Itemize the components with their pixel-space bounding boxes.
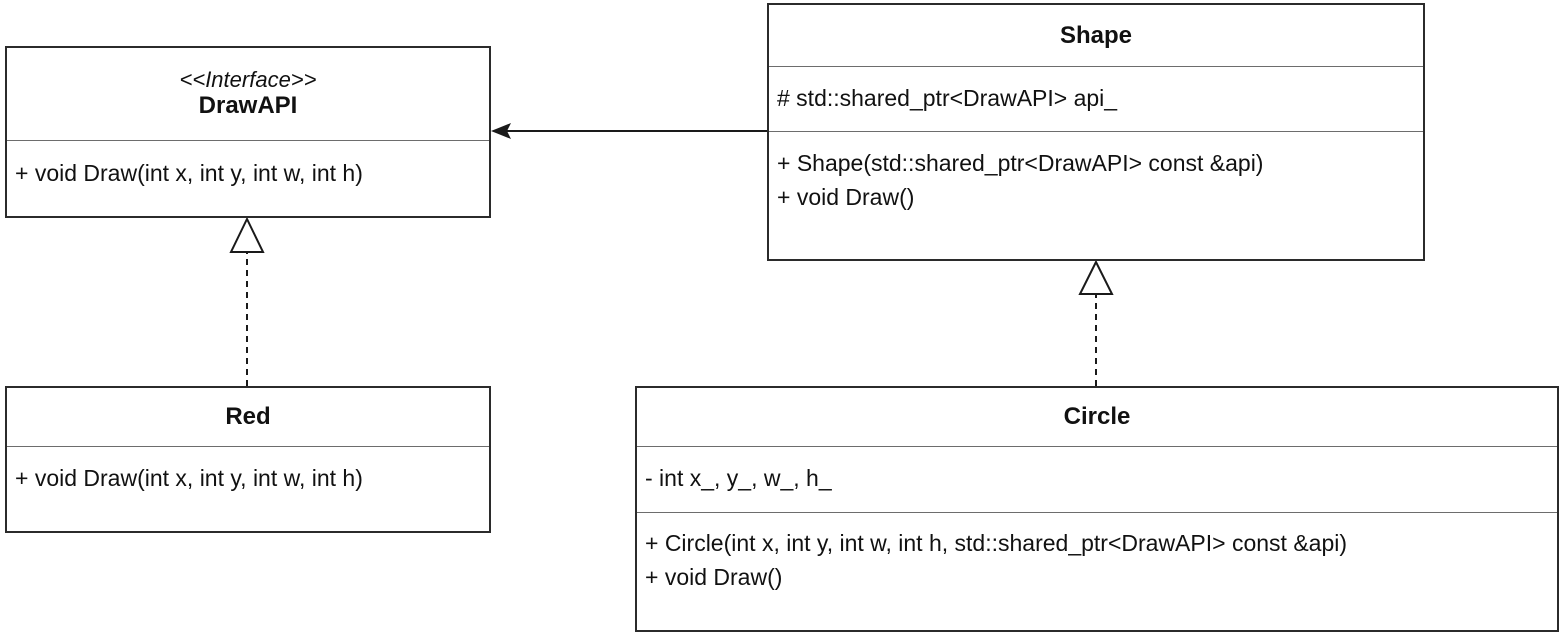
class-red-methods: + void Draw(int x, int y, int w, int h) <box>7 447 489 495</box>
class-shape-methods: + Shape(std::shared_ptr<DrawAPI> const &… <box>769 132 1423 214</box>
attribute: # std::shared_ptr<DrawAPI> api_ <box>777 85 1118 111</box>
class-drawapi[interactable]: <<Interface>> DrawAPI + void Draw(int x,… <box>5 46 491 218</box>
attribute: - int x_, y_, w_, h_ <box>645 465 832 491</box>
method: + void Draw(int x, int y, int w, int h) <box>15 160 363 186</box>
class-circle-attributes: - int x_, y_, w_, h_ <box>637 447 1557 513</box>
method: + void Draw() <box>777 184 915 210</box>
class-name: DrawAPI <box>198 92 298 119</box>
class-red[interactable]: Red + void Draw(int x, int y, int w, int… <box>5 386 491 533</box>
class-shape-attributes: # std::shared_ptr<DrawAPI> api_ <box>769 67 1423 132</box>
class-name: Red <box>225 403 271 430</box>
association-shape-to-drawapi <box>491 123 768 139</box>
class-circle[interactable]: Circle - int x_, y_, w_, h_ + Circle(int… <box>635 386 1559 632</box>
class-circle-methods: + Circle(int x, int y, int w, int h, std… <box>637 513 1557 594</box>
class-drawapi-methods: + void Draw(int x, int y, int w, int h) <box>7 141 489 190</box>
method: + Shape(std::shared_ptr<DrawAPI> const &… <box>777 150 1264 176</box>
method: + void Draw() <box>645 564 783 590</box>
class-drawapi-header: <<Interface>> DrawAPI <box>7 48 489 141</box>
method: + void Draw(int x, int y, int w, int h) <box>15 465 363 491</box>
class-circle-header: Circle <box>637 388 1557 447</box>
method: + Circle(int x, int y, int w, int h, std… <box>645 530 1348 556</box>
class-shape[interactable]: Shape # std::shared_ptr<DrawAPI> api_ + … <box>767 3 1425 261</box>
realization-red-to-drawapi <box>229 216 265 386</box>
class-name: Shape <box>1059 21 1133 49</box>
class-shape-header: Shape <box>769 5 1423 67</box>
stereotype-label: <<Interface>> <box>179 67 317 92</box>
class-red-header: Red <box>7 388 489 447</box>
class-name: Circle <box>1063 403 1131 430</box>
realization-circle-to-shape <box>1078 259 1114 386</box>
